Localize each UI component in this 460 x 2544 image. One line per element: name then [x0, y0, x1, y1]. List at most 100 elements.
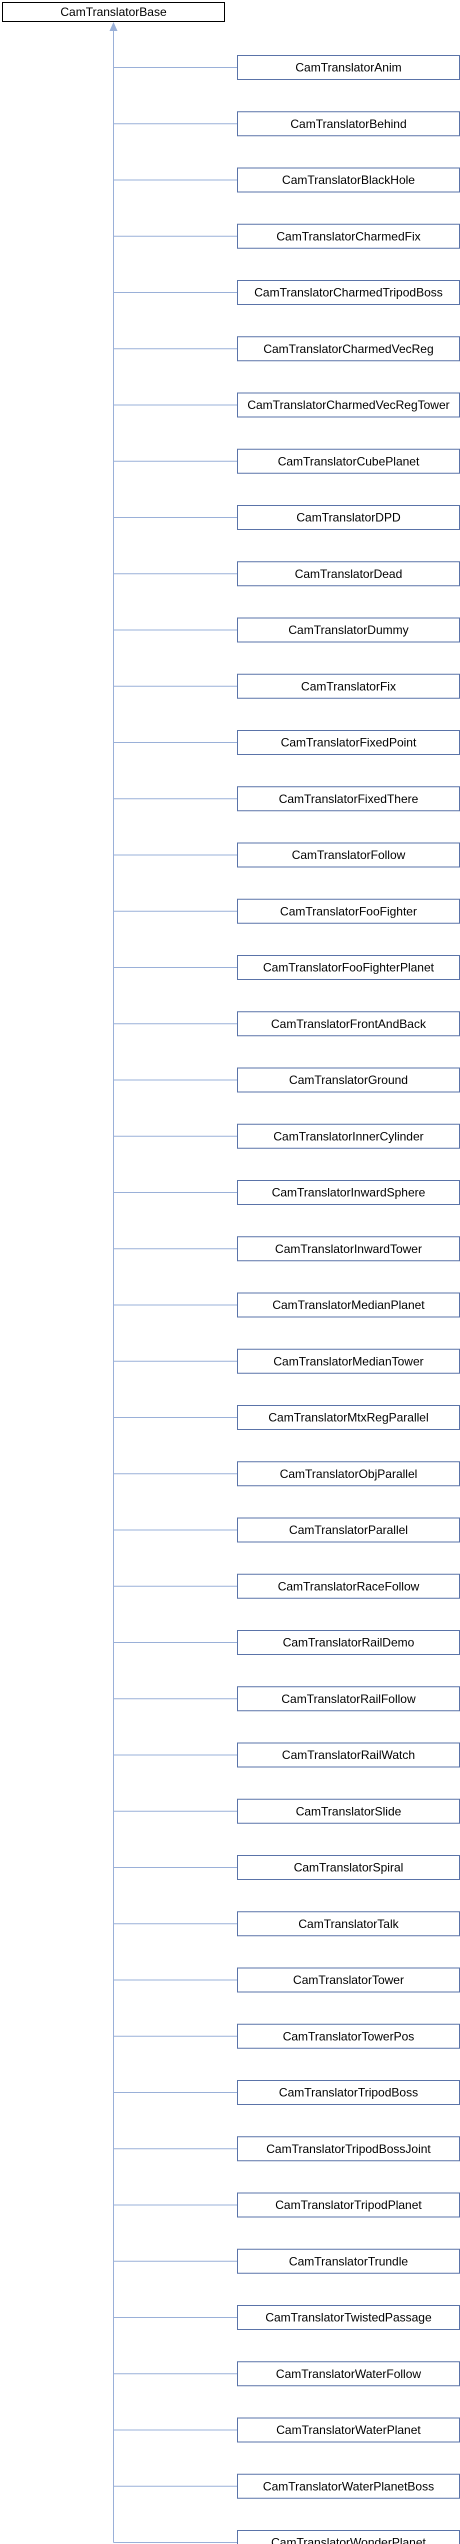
derived-class-node[interactable]: CamTranslatorRailWatch — [237, 1742, 460, 1768]
derived-class-node[interactable]: CamTranslatorInwardTower — [237, 1236, 460, 1262]
derived-class-label: CamTranslatorWaterPlanetBoss — [263, 2479, 434, 2493]
derived-class-label: CamTranslatorRaceFollow — [278, 1579, 420, 1593]
derived-class-label: CamTranslatorGround — [289, 1073, 408, 1087]
derived-class-label: CamTranslatorCharmedTripodBoss — [254, 286, 443, 300]
derived-class-label: CamTranslatorCharmedVecReg — [263, 342, 433, 356]
derived-class-node[interactable]: CamTranslatorTripodPlanet — [237, 2192, 460, 2218]
derived-class-node[interactable]: CamTranslatorWaterPlanetBoss — [237, 2473, 460, 2499]
derived-class-node[interactable]: CamTranslatorCharmedTripodBoss — [237, 280, 460, 305]
derived-class-label: CamTranslatorFooFighterPlanet — [263, 961, 435, 975]
derived-class-label: CamTranslatorFixedThere — [279, 792, 419, 806]
derived-class-node[interactable]: CamTranslatorRailDemo — [237, 1630, 460, 1655]
derived-class-box — [237, 1742, 460, 1768]
derived-class-box — [237, 1630, 460, 1655]
derived-class-node[interactable]: CamTranslatorCharmedFix — [237, 223, 460, 249]
derived-class-node[interactable]: CamTranslatorFollow — [237, 842, 460, 868]
derived-class-node[interactable]: CamTranslatorMedianTower — [237, 1348, 460, 1374]
derived-class-node[interactable]: CamTranslatorDPD — [237, 505, 460, 530]
derived-class-box — [237, 336, 460, 362]
derived-class-node[interactable]: CamTranslatorAnim — [237, 55, 460, 80]
derived-class-label: CamTranslatorCharmedVecRegTower — [247, 398, 449, 412]
derived-class-label: CamTranslatorRailFollow — [281, 1692, 416, 1706]
derived-class-node[interactable]: CamTranslatorTripodBoss — [237, 2080, 460, 2105]
derived-class-node[interactable]: CamTranslatorFrontAndBack — [237, 1011, 460, 1037]
derived-class-label: CamTranslatorTripodBoss — [279, 2086, 418, 2100]
derived-class-label: CamTranslatorMedianTower — [273, 1354, 423, 1368]
derived-class-node[interactable]: CamTranslatorWaterPlanet — [237, 2417, 460, 2443]
derived-class-box — [237, 2473, 460, 2499]
derived-class-label: CamTranslatorBehind — [290, 117, 406, 131]
derived-class-node[interactable]: CamTranslatorRailFollow — [237, 1686, 460, 1712]
derived-class-box — [237, 2248, 460, 2274]
derived-class-label: CamTranslatorTowerPos — [283, 2029, 415, 2043]
derived-class-label: CamTranslatorSlide — [296, 1804, 402, 1818]
derived-class-node[interactable]: CamTranslatorTowerPos — [237, 2023, 460, 2049]
derived-class-box — [237, 1461, 460, 1487]
derived-class-box — [237, 2136, 460, 2162]
derived-class-label: CamTranslatorTalk — [298, 1917, 399, 1931]
derived-class-label: CamTranslatorCubePlanet — [278, 454, 420, 468]
derived-class-label: CamTranslatorSpiral — [294, 1861, 404, 1875]
derived-class-box — [237, 1573, 460, 1599]
derived-class-label: CamTranslatorAnim — [295, 61, 401, 75]
derived-class-box — [237, 1855, 460, 1880]
derived-class-node[interactable]: CamTranslatorWonderPlanet — [237, 2530, 460, 2544]
derived-class-box — [237, 955, 460, 980]
derived-class-node[interactable]: CamTranslatorInwardSphere — [237, 1180, 460, 1205]
derived-class-node[interactable]: CamTranslatorCubePlanet — [237, 448, 460, 474]
derived-class-label: CamTranslatorFixedPoint — [281, 736, 417, 750]
derived-class-label: CamTranslatorDummy — [288, 623, 408, 637]
derived-class-box — [237, 1011, 460, 1037]
derived-class-node[interactable]: CamTranslatorBlackHole — [237, 167, 460, 193]
derived-class-node[interactable]: CamTranslatorFooFighterPlanet — [237, 955, 460, 980]
derived-class-node[interactable]: CamTranslatorMtxRegParallel — [237, 1405, 460, 1430]
derived-class-box — [237, 2023, 460, 2049]
derived-class-box — [237, 448, 460, 474]
derived-class-label: CamTranslatorRailDemo — [283, 1636, 415, 1650]
derived-class-label: CamTranslatorRailWatch — [282, 1748, 415, 1762]
derived-class-node[interactable]: CamTranslatorTripodBossJoint — [237, 2136, 460, 2162]
derived-class-box — [237, 167, 460, 193]
derived-class-node[interactable]: CamTranslatorBehind — [237, 111, 460, 137]
derived-class-node[interactable]: CamTranslatorFixedPoint — [237, 730, 460, 755]
derived-class-node[interactable]: CamTranslatorTalk — [237, 1911, 460, 1937]
derived-class-node[interactable]: CamTranslatorDead — [237, 561, 460, 587]
derived-class-box — [237, 1067, 460, 1093]
derived-class-label: CamTranslatorDead — [295, 567, 403, 581]
base-class-label: CamTranslatorBase — [60, 5, 167, 19]
derived-class-label: CamTranslatorTripodBossJoint — [266, 2142, 431, 2156]
derived-class-node[interactable]: CamTranslatorSlide — [237, 1798, 460, 1824]
derived-class-node[interactable]: CamTranslatorTwistedPassage — [237, 2305, 460, 2330]
derived-class-node[interactable]: CamTranslatorObjParallel — [237, 1461, 460, 1487]
derived-class-node[interactable]: CamTranslatorTower — [237, 1967, 460, 1993]
derived-class-box — [237, 2080, 460, 2105]
derived-class-node[interactable]: CamTranslatorDummy — [237, 617, 460, 643]
derived-class-label: CamTranslatorFollow — [292, 848, 406, 862]
derived-class-node[interactable]: CamTranslatorFix — [237, 673, 460, 699]
derived-class-node[interactable]: CamTranslatorCharmedVecReg — [237, 336, 460, 362]
derived-class-box — [237, 1180, 460, 1205]
derived-class-box — [237, 392, 460, 418]
derived-class-node[interactable]: CamTranslatorWaterFollow — [237, 2361, 460, 2387]
derived-class-label: CamTranslatorMedianPlanet — [272, 1298, 425, 1312]
derived-class-node[interactable]: CamTranslatorParallel — [237, 1517, 460, 1543]
derived-class-box — [237, 1967, 460, 1993]
derived-class-node[interactable]: CamTranslatorMedianPlanet — [237, 1292, 460, 1318]
base-class-node[interactable]: CamTranslatorBase — [2, 2, 225, 22]
derived-class-box — [237, 2192, 460, 2218]
derived-class-box — [237, 2361, 460, 2387]
derived-class-box — [237, 842, 460, 868]
derived-class-node[interactable]: CamTranslatorSpiral — [237, 1855, 460, 1880]
derived-class-node[interactable]: CamTranslatorFooFighter — [237, 898, 460, 924]
derived-class-node[interactable]: CamTranslatorCharmedVecRegTower — [237, 392, 460, 418]
derived-class-node[interactable]: CamTranslatorInnerCylinder — [237, 1123, 460, 1149]
derived-class-label: CamTranslatorTripodPlanet — [275, 2198, 422, 2212]
derived-class-node[interactable]: CamTranslatorGround — [237, 1067, 460, 1093]
derived-class-node[interactable]: CamTranslatorFixedThere — [237, 786, 460, 812]
derived-class-label: CamTranslatorObjParallel — [280, 1467, 418, 1481]
derived-class-node[interactable]: CamTranslatorRaceFollow — [237, 1573, 460, 1599]
derived-class-label: CamTranslatorCharmedFix — [276, 229, 420, 243]
derived-class-label: CamTranslatorTwistedPassage — [265, 2311, 432, 2325]
derived-class-node[interactable]: CamTranslatorTrundle — [237, 2248, 460, 2274]
